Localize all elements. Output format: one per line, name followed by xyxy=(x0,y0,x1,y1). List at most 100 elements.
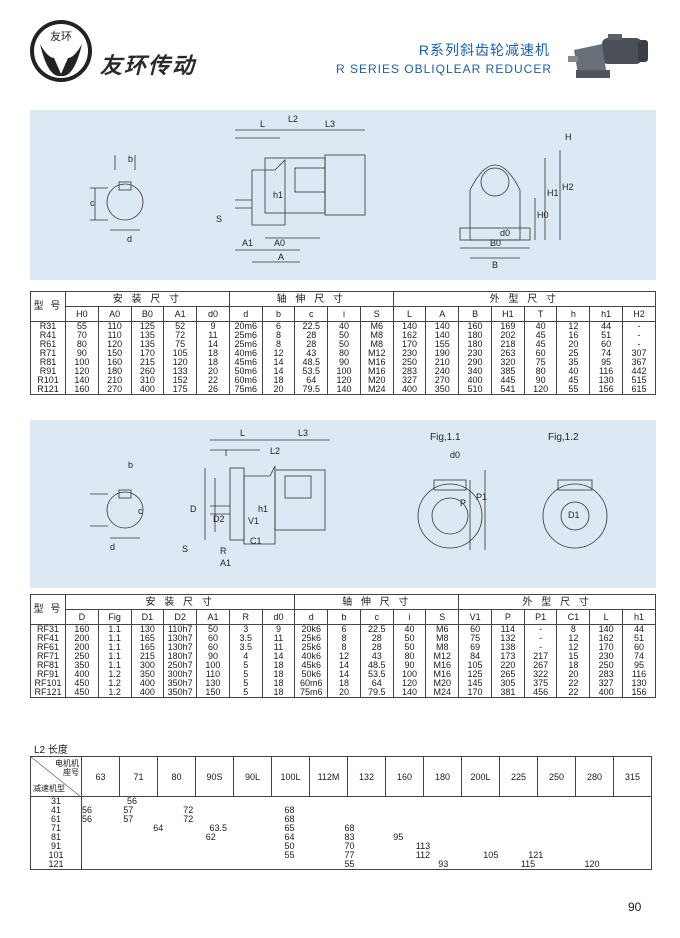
table-cell: 130 xyxy=(589,376,624,385)
motor-frame-header: 63 xyxy=(81,756,120,797)
dim-label: b xyxy=(128,154,133,164)
table-cell: 8 xyxy=(556,624,591,634)
table-cell: 400 xyxy=(392,385,427,395)
table-cell: 53.5 xyxy=(294,367,329,376)
table-cell: 25 xyxy=(556,349,591,358)
table-cell: 75 xyxy=(458,634,492,643)
table-cell: 150 xyxy=(196,688,230,698)
motor-frame-header: 90L xyxy=(233,756,272,797)
table-cell: 110h7 xyxy=(163,624,198,634)
table-cell: 135 xyxy=(130,331,165,340)
column-header: d0 xyxy=(196,306,230,322)
table-cell: 14 xyxy=(327,670,361,679)
table-cell: 400 xyxy=(130,385,165,395)
column-header: h xyxy=(556,306,591,322)
table-cell: 350 xyxy=(65,661,99,670)
l2-value: 57 xyxy=(123,814,134,824)
table-cell: 28 xyxy=(359,643,394,652)
column-header: B xyxy=(458,306,492,322)
table-cell: 165 xyxy=(130,643,165,652)
table-cell: 9 xyxy=(261,624,296,634)
table-cell: 218 xyxy=(490,340,525,349)
table-cell: 79.5 xyxy=(359,688,394,698)
motor-frame-header: 71 xyxy=(119,756,158,797)
dim-label: A xyxy=(278,252,284,262)
table-cell: 20 xyxy=(556,670,591,679)
table-cell: 18 xyxy=(261,688,296,698)
table-cell: 160 xyxy=(458,321,492,331)
table-cell: 1.2 xyxy=(97,679,132,688)
table-cell: 400 xyxy=(589,688,624,698)
table-cell: 180 xyxy=(458,340,492,349)
table-cell: 1.1 xyxy=(97,624,132,634)
table-cell: 215 xyxy=(130,358,165,367)
dim-label: h1 xyxy=(273,190,283,200)
table-cell: 18 xyxy=(196,349,230,358)
table-cell: 12 xyxy=(261,349,296,358)
dim-label: d xyxy=(110,542,115,552)
table-cell: 162 xyxy=(392,331,427,340)
table-cell: 110 xyxy=(97,321,132,331)
table-cell: 116 xyxy=(589,367,624,376)
r-series-drawing: b c d L L2 L3 h1 S A1 A0 A H H1 H2 H0 d0… xyxy=(90,114,574,270)
dim-label: S xyxy=(182,544,188,554)
table-cell: M8 xyxy=(425,634,460,643)
column-header: b xyxy=(261,306,296,322)
table-cell: 11 xyxy=(261,643,296,652)
table-cell: 5 xyxy=(228,670,263,679)
table-cell: 75m6 xyxy=(294,688,329,698)
column-header: D1 xyxy=(130,609,165,625)
table-cell: 64 xyxy=(294,376,329,385)
table-cell: 28 xyxy=(294,340,329,349)
logo-text: 友环 xyxy=(50,29,72,43)
table-cell: 156 xyxy=(589,385,624,395)
fig-1-1-label: Fig,1.1 xyxy=(430,432,461,443)
l2-value: 121 xyxy=(528,850,544,860)
table-cell: 210 xyxy=(97,376,132,385)
table-cell: 14 xyxy=(196,340,230,349)
table-cell: 64 xyxy=(359,679,394,688)
table-cell: 60 xyxy=(458,624,492,634)
column-header: V1 xyxy=(458,609,492,625)
dim-label: c xyxy=(90,198,95,208)
group-header: 外 型 尺 寸 xyxy=(392,291,657,307)
column-header: L xyxy=(392,306,427,322)
table-cell: 250 xyxy=(65,652,99,661)
table-cell: 18 xyxy=(261,679,296,688)
table-cell: 230 xyxy=(458,349,492,358)
table-cell: 445 xyxy=(490,376,525,385)
table-cell: 11 xyxy=(196,331,230,340)
table-cell: 14 xyxy=(261,652,296,661)
table-cell: 3.5 xyxy=(228,634,263,643)
dim-label: H xyxy=(565,132,572,142)
reducer-model-label: 减速机型 xyxy=(33,784,65,793)
l2-value: 105 xyxy=(483,850,499,860)
table-cell: 130 xyxy=(196,679,230,688)
table-cell: 170 xyxy=(589,643,624,652)
table-cell: 50 xyxy=(327,340,361,349)
table-cell: 12 xyxy=(556,321,591,331)
table-cell: 1.1 xyxy=(97,643,132,652)
table-cell: M24 xyxy=(425,688,460,698)
table-cell: 165 xyxy=(130,634,165,643)
l2-value: 56 xyxy=(82,805,93,815)
table-cell: 69 xyxy=(458,643,492,652)
dim-label: D xyxy=(190,504,197,514)
table-cell: M16 xyxy=(425,670,460,679)
table-cell: 20k6 xyxy=(294,624,329,634)
model-cell: RF31 xyxy=(30,624,66,634)
table-cell: 156 xyxy=(622,688,656,698)
table-cell: 11 xyxy=(261,634,296,643)
model-cell: R31 xyxy=(30,321,66,331)
table-cell: 22 xyxy=(556,688,591,698)
table-cell: 48.5 xyxy=(359,661,394,670)
table-cell: M8 xyxy=(359,340,394,349)
table-cell: 12 xyxy=(327,652,361,661)
motor-frame-header: 90S xyxy=(195,756,234,797)
